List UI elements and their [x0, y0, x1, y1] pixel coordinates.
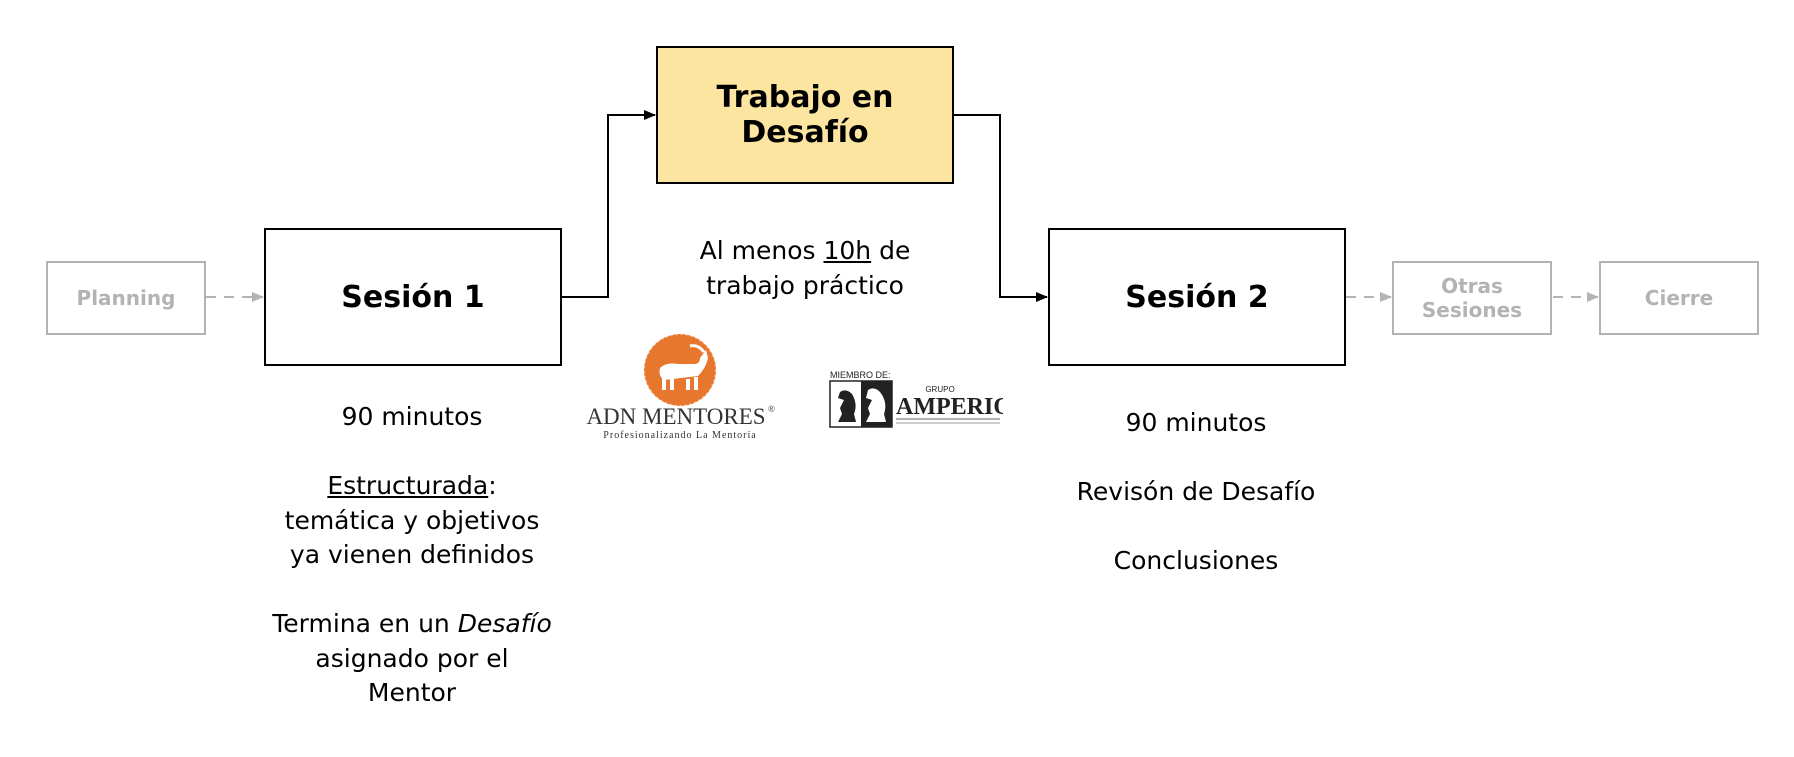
hours-underlined: 10h [823, 236, 872, 265]
adn-mentores-logo: ADN MENTORES ® Profesionalizando La Ment… [580, 332, 780, 441]
amperio-group-label: GRUPO [925, 385, 954, 394]
sesion1-line-a: temática y objetivos [284, 505, 540, 535]
sesion2-conclusions: Conclusiones [1113, 546, 1279, 575]
node-planning: Planning [46, 261, 206, 335]
sesion1-line-b: ya vienen definidos [289, 540, 535, 569]
arrow-trabajo-to-sesion2 [954, 114, 1048, 302]
sesion1-end-c: Mentor [367, 678, 457, 707]
node-sesion2: Sesión 2 [1048, 228, 1346, 366]
svg-text:®: ® [768, 404, 775, 414]
adn-mentores-name: ADN MENTORES [586, 404, 765, 429]
grupo-amperio-logo: MIEMBRO DE: GRUPO AMPERIO [828, 368, 1012, 430]
sesion2-review: Revisón de Desafío [1076, 477, 1316, 506]
amperio-member-label: MIEMBRO DE: [830, 370, 891, 380]
sesion1-end-b: asignado por el [315, 643, 509, 673]
amperio-emblem: MIEMBRO DE: GRUPO AMPERIO [829, 370, 1012, 428]
adn-mentores-tagline: Profesionalizando La Mentoría [603, 430, 756, 440]
trabajo-note-line1: Al menos 10h de [699, 236, 911, 265]
node-otras-sesiones: Otras Sesiones [1392, 261, 1552, 335]
sesion2-duration: 90 minutos [1125, 408, 1267, 437]
arrow-sesion1-to-trabajo [562, 110, 656, 298]
sesion1-notes: 90 minutos Estructurada: temática y obje… [262, 400, 562, 711]
sesion1-duration: 90 minutos [341, 402, 483, 431]
sesion1-end: Termina en un Desafío [272, 609, 552, 638]
trabajo-note-line2: trabajo práctico [706, 270, 904, 300]
adn-mentores-emblem: ADN MENTORES ® Profesionalizando La Ment… [586, 333, 775, 441]
node-cierre: Cierre [1599, 261, 1759, 335]
sesion2-notes: 90 minutos Revisón de Desafío Conclusion… [1046, 406, 1346, 579]
sesion1-structured: Estructurada: [327, 471, 497, 500]
node-sesion1: Sesión 1 [264, 228, 562, 366]
amperio-name: AMPERIO [896, 394, 1003, 420]
trabajo-note: Al menos 10h de trabajo práctico [655, 234, 955, 303]
node-trabajo-en-desafio: Trabajo en Desafío [656, 46, 954, 184]
